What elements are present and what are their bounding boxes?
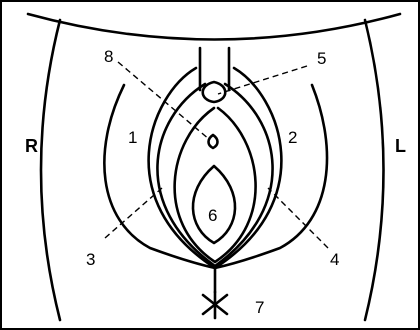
callout-6: 6 [208, 206, 217, 225]
callout-4: 4 [330, 250, 339, 269]
body-left-side-contour [365, 20, 384, 320]
hood-shape [203, 82, 226, 102]
callout-7: 7 [255, 298, 264, 317]
side-label-right: R [25, 136, 38, 156]
body-right-side-contour [41, 20, 60, 320]
side-label-left: L [395, 136, 406, 156]
opening-shape [193, 166, 235, 243]
callout-8: 8 [104, 47, 113, 66]
leader-line-3 [105, 188, 162, 238]
callout-3: 3 [86, 250, 95, 269]
leader-line-4 [268, 188, 328, 248]
callout-2: 2 [288, 128, 297, 147]
anus-marker-icon [203, 292, 227, 318]
callout-1: 1 [128, 128, 137, 147]
body-top-contour [28, 14, 400, 40]
meatus-shape [209, 135, 218, 148]
callout-5: 5 [317, 49, 326, 68]
